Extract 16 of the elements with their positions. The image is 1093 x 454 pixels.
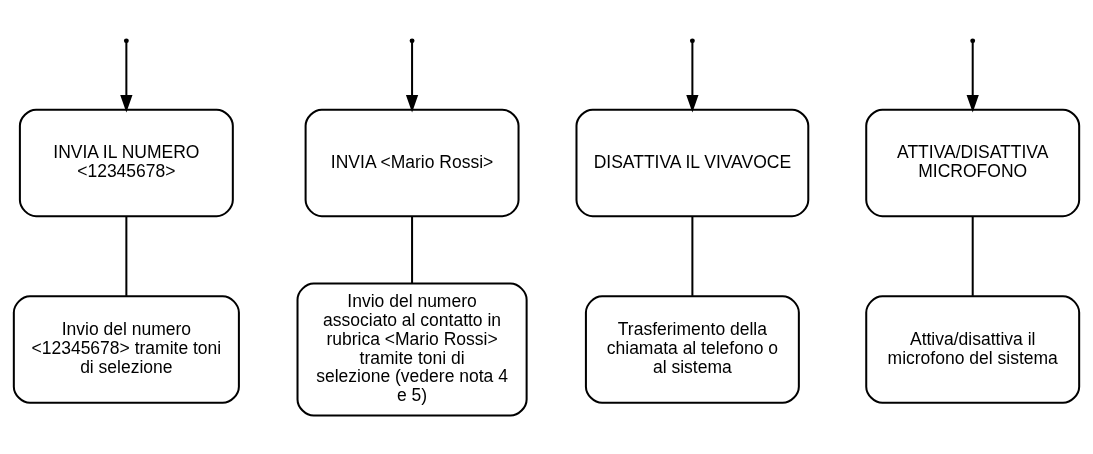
arrow: [120, 42, 133, 112]
node-box: INVIA <Mario Rossi>: [304, 108, 520, 217]
node-box: Attiva/disattiva il microfono del sistema: [865, 294, 1081, 404]
node-box: ATTIVA/DISATTIVA MICROFONO: [865, 108, 1081, 217]
node-box: Trasferimento della chiamata al telefono o al sistema: [584, 294, 800, 404]
connector: [691, 216, 694, 296]
connector: [971, 216, 974, 296]
node-box: Invio del numero <12345678> tramite toni di selezione: [12, 294, 240, 404]
connector: [411, 216, 414, 283]
node-box: DISATTIVA IL VIVAVOCE: [575, 108, 810, 217]
node-box: INVIA IL NUMERO <12345678>: [18, 108, 234, 217]
arrow: [686, 42, 699, 112]
arrow: [405, 42, 419, 112]
connector: [125, 216, 128, 296]
node-box: Invio del numero associato al contatto in rubrica <Mario Rossi> tramite toni di selezione (vedere nota 4 e 5): [296, 282, 528, 417]
arrow: [966, 42, 979, 112]
